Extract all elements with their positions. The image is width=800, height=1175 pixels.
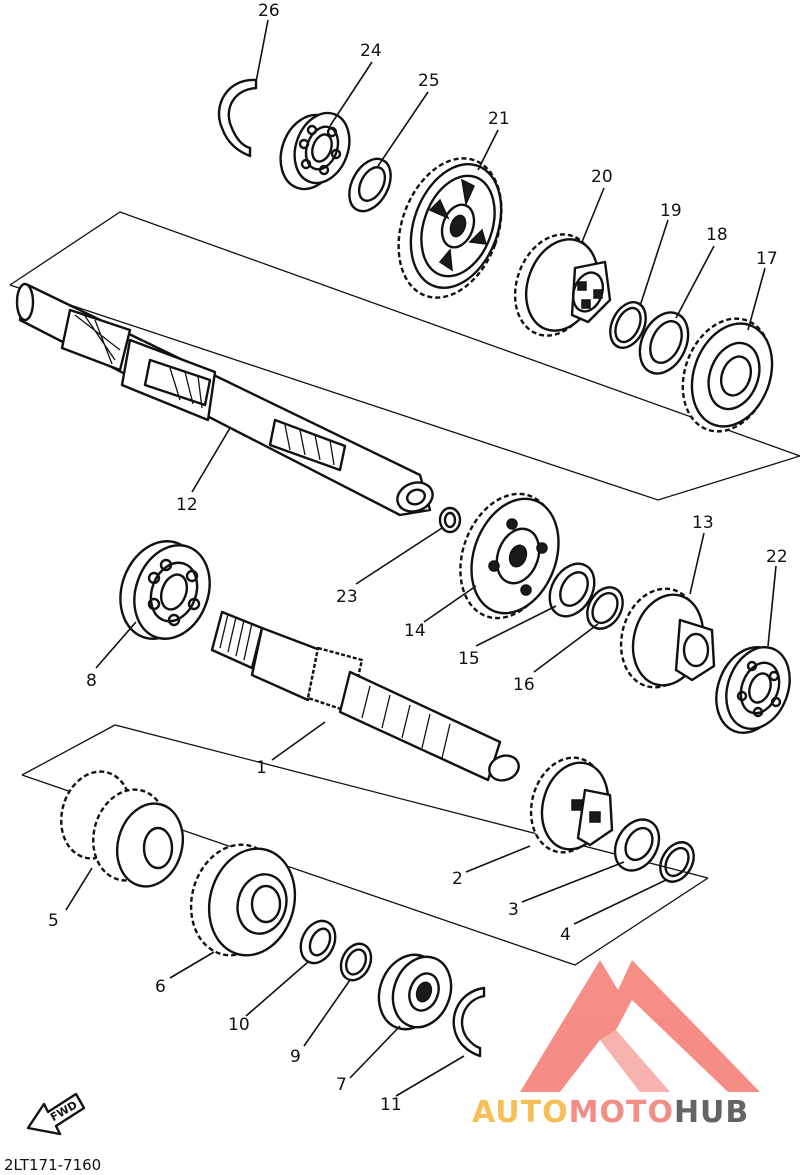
part-20-gear (513, 233, 612, 337)
callout-12: 12 (176, 495, 198, 515)
callout-19: 19 (660, 201, 682, 221)
part-13-gear (619, 587, 716, 689)
part-15-washer (548, 562, 596, 618)
part-6-gear (189, 843, 297, 957)
part-11-circlip (452, 986, 486, 1058)
watermark-auto: AUTO (472, 1095, 569, 1130)
watermark-hub: HUB (674, 1095, 749, 1130)
part-9-circlip (339, 942, 373, 982)
part-26-circlip (217, 78, 258, 158)
watermark-logo-icon (520, 960, 760, 1092)
callout-25: 25 (418, 71, 440, 91)
callout-8: 8 (86, 671, 97, 691)
callout-21: 21 (488, 109, 510, 129)
part-2-gear (529, 756, 614, 854)
part-19-circlip (609, 301, 647, 349)
part-23-bush (438, 506, 462, 534)
callout-9: 9 (290, 1047, 301, 1067)
part-1-drive-axle (210, 610, 520, 782)
svg-text:AUTOMOTOHUB: AUTOMOTOHUB (472, 1095, 749, 1130)
callout-labels: 1 2 3 4 5 6 7 8 9 10 11 12 13 14 15 16 1… (48, 1, 788, 1115)
part-4-circlip (659, 841, 695, 883)
callout-4: 4 (560, 925, 571, 945)
callout-10: 10 (228, 1015, 250, 1035)
part-10-washer (299, 919, 337, 965)
part-12-main-axle (15, 282, 434, 517)
callout-2: 2 (452, 869, 463, 889)
leader-lines (65, 19, 777, 1097)
part-17-gear (681, 317, 774, 433)
callout-11: 11 (380, 1095, 402, 1115)
part-5-double-gear (60, 770, 184, 888)
callout-20: 20 (591, 167, 613, 187)
automotohub-watermark: AUTOMOTOHUB (472, 960, 760, 1130)
part-25-washer (348, 157, 392, 213)
diagram-code: 2LT171-7160 (4, 1156, 101, 1174)
callout-14: 14 (404, 621, 426, 641)
callout-18: 18 (706, 225, 728, 245)
watermark-moto: MOTO (569, 1095, 674, 1130)
part-21-gear (397, 157, 503, 299)
callout-6: 6 (155, 977, 166, 997)
part-22-bearing (715, 646, 791, 734)
callout-13: 13 (692, 513, 714, 533)
callout-15: 15 (458, 649, 480, 669)
main-axle-group-frame (9, 211, 800, 501)
callout-17: 17 (756, 249, 778, 269)
callout-24: 24 (360, 41, 382, 61)
callout-5: 5 (48, 911, 59, 931)
callout-22: 22 (766, 547, 788, 567)
part-8-bearing (119, 540, 211, 640)
callout-7: 7 (336, 1075, 347, 1095)
callout-23: 23 (336, 587, 358, 607)
fwd-direction-arrow: FWD (26, 1092, 86, 1136)
callout-1: 1 (256, 758, 267, 778)
part-14-gear (459, 492, 560, 620)
part-24-bearing (279, 111, 351, 191)
callout-3: 3 (508, 900, 519, 920)
drive-axle-group-frame (21, 724, 709, 966)
part-7-bearing (377, 953, 453, 1031)
callout-16: 16 (513, 675, 535, 695)
callout-26: 26 (258, 1, 280, 21)
part-3-washer (613, 818, 661, 872)
